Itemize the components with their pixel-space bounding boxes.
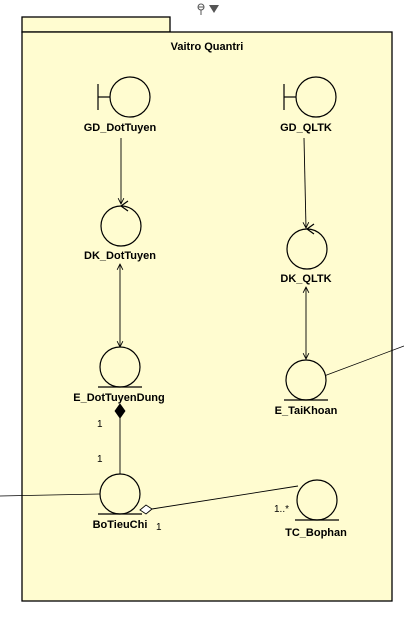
package-tab <box>21 16 171 33</box>
label-tc-bophan: TC_Bophan <box>285 527 347 539</box>
entity-e-taikhoan[interactable]: E_TaiKhoan <box>275 359 338 417</box>
label-gd-qltk: GD_QLTK <box>280 122 332 134</box>
connector-composition[interactable] <box>114 403 126 476</box>
label-dk-qltk: DK_QLTK <box>280 273 331 285</box>
control-dk-qltk[interactable]: DK_QLTK <box>280 223 332 285</box>
entity-tc-bophan[interactable]: TC_Bophan <box>285 479 347 539</box>
package[interactable]: Vaitro Quantri <box>21 16 393 602</box>
label-gd-dottuyen: GD_DotTuyen <box>84 122 157 134</box>
boundary-gd-qltk[interactable]: GD_QLTK <box>280 76 337 134</box>
aggregation-diamond-icon <box>139 504 153 515</box>
label-e-taikhoan: E_TaiKhoan <box>275 405 338 417</box>
label-dk-dottuyen: DK_DotTuyen <box>84 250 156 262</box>
multiplicity-agg-target: 1..* <box>274 504 289 515</box>
connector-aggregation[interactable] <box>139 485 299 515</box>
multiplicity-comp-bottom: 1 <box>97 454 103 465</box>
multiplicity-agg-source: 1 <box>156 522 162 533</box>
boundary-gd-dottuyen[interactable]: GD_DotTuyen <box>84 76 157 134</box>
external-line-right <box>323 345 404 377</box>
entity-e-dottuyendung[interactable]: E_DotTuyenDung <box>73 346 165 404</box>
entity-botieuchi[interactable]: BoTieuChi <box>93 473 148 531</box>
external-line-left <box>0 493 101 497</box>
composition-diamond-icon <box>114 403 126 419</box>
dropdown-triangle-icon[interactable] <box>209 5 219 13</box>
control-dk-dottuyen[interactable]: DK_DotTuyen <box>84 200 156 262</box>
package-body <box>21 31 393 602</box>
package-title: Vaitro Quantri <box>171 41 244 53</box>
pin-icon[interactable] <box>197 3 205 15</box>
label-e-dottuyendung: E_DotTuyenDung <box>73 392 164 404</box>
multiplicity-comp-top: 1 <box>97 419 103 430</box>
label-botieuchi: BoTieuChi <box>93 519 148 531</box>
connector-gd-qltk-to-dk-qltk[interactable] <box>304 137 306 228</box>
